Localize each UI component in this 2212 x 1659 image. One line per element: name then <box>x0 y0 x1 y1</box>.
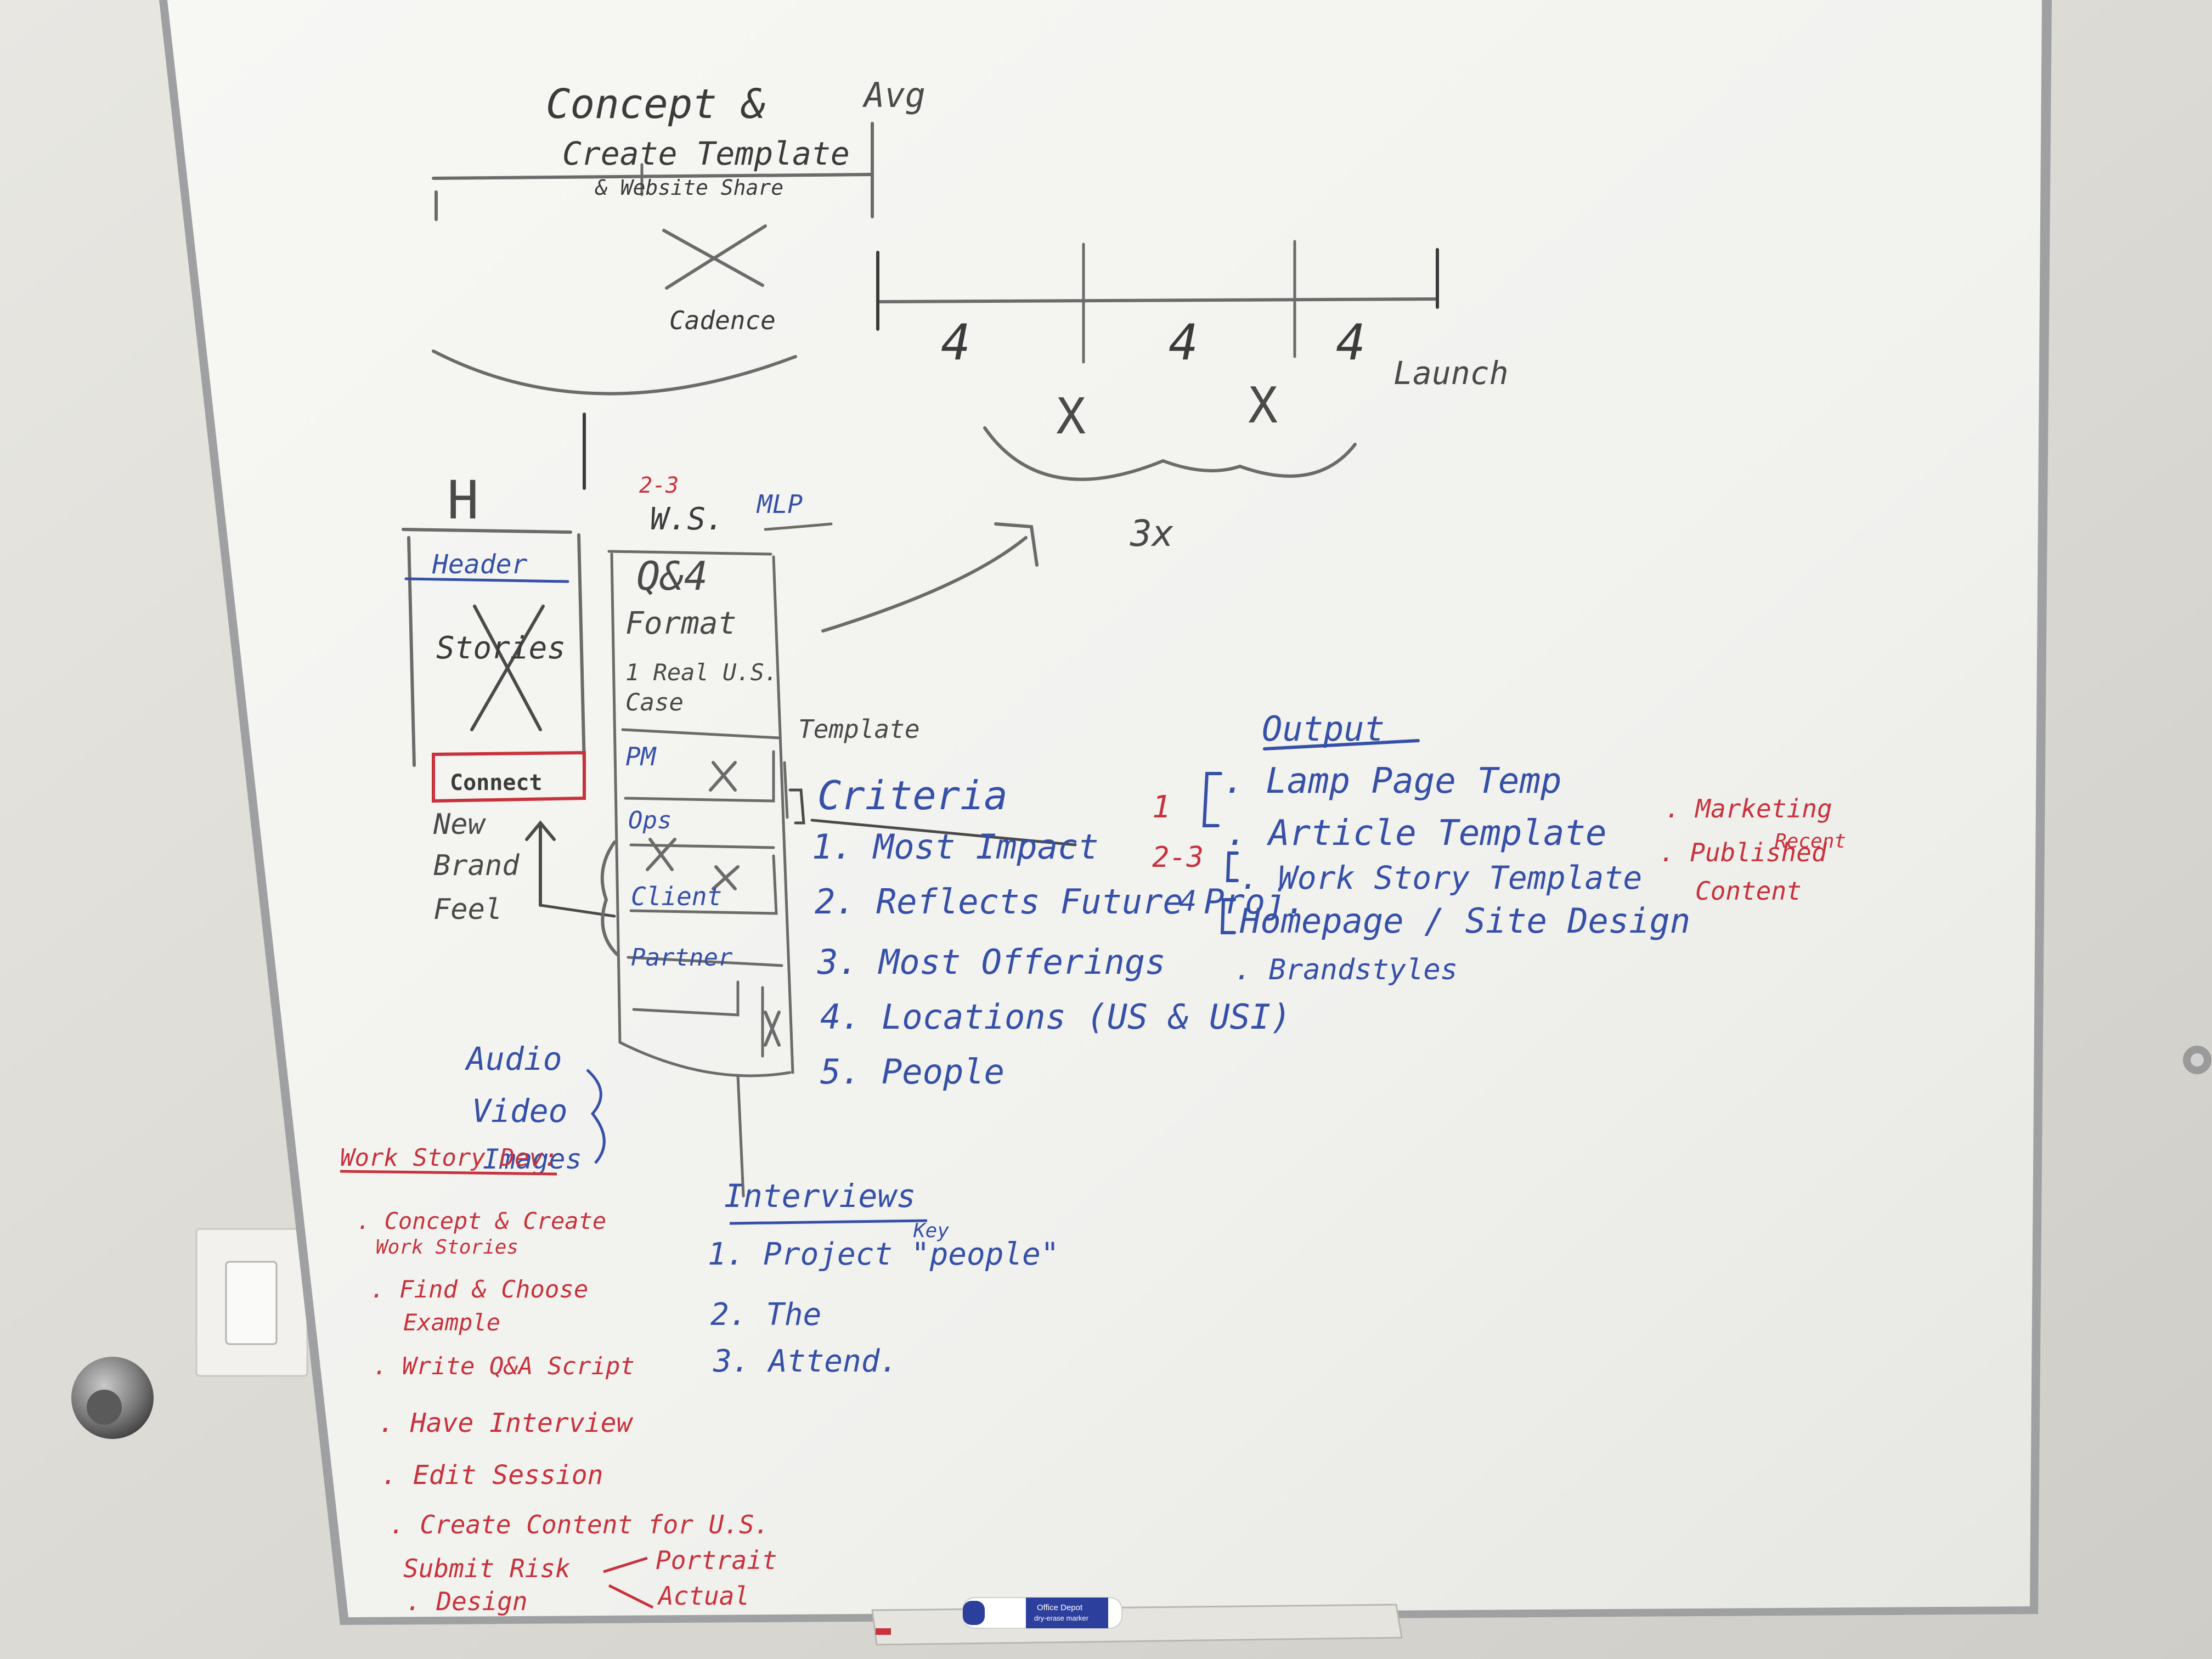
timeline-count-2: 4 <box>1169 314 1198 371</box>
work-story-item-2: . Find & Choose <box>370 1276 588 1304</box>
work-story-item-6: . Create Content for U.S. <box>390 1510 769 1539</box>
light-switch-icon[interactable] <box>195 1228 308 1377</box>
mlp-label: MLP <box>756 489 803 519</box>
media-video: Video <box>472 1092 568 1130</box>
output-item-2: . Article Template <box>1226 813 1607 854</box>
work-story-item-5: . Edit Session <box>381 1460 603 1491</box>
stories-label: Stories <box>436 630 566 666</box>
work-story-item-2b: Example <box>403 1309 500 1336</box>
criteria-item-1: 1. Most Impact <box>812 827 1099 867</box>
timeline-count-1: 4 <box>941 314 970 371</box>
feel-label: Feel <box>433 893 502 926</box>
portrait-connector <box>603 1556 654 1609</box>
interview-item-1: 1. Project "people" <box>708 1237 1059 1272</box>
criteria-item-4: 4. Locations (US & USI) <box>820 997 1291 1037</box>
output-num-1: 1 <box>1152 789 1171 825</box>
marker-type: dry-erase marker <box>1034 1614 1089 1622</box>
center-wireframe <box>600 522 833 1198</box>
work-story-item-4: . Have Interview <box>379 1408 633 1438</box>
cadence-label: Cadence <box>669 306 776 335</box>
timeline-cross-2: X <box>1248 377 1278 435</box>
output-item-1: . Lamp Page Temp <box>1223 761 1562 802</box>
interview-item-2: 2. The <box>710 1297 821 1333</box>
output-published: . Published <box>1660 838 1827 867</box>
criteria-underline <box>788 788 1077 847</box>
timeline-cross-1: X <box>1056 388 1086 445</box>
launch-label: Launch <box>1393 354 1509 392</box>
interview-item-3: 3. Attend. <box>713 1344 898 1379</box>
website-share-label: & Website Share <box>595 176 783 200</box>
connect-label: Connect <box>450 770 543 795</box>
left-wireframe <box>402 528 616 918</box>
work-story-item-7: Submit Risk <box>403 1554 571 1583</box>
media-audio: Audio <box>465 1040 562 1077</box>
work-story-item-3: . Write Q&A Script <box>373 1352 635 1380</box>
output-marketing: . Marketing <box>1665 794 1832 823</box>
output-num-3: 4 <box>1180 885 1197 918</box>
work-story-underline <box>340 1170 557 1176</box>
template-label: Template <box>798 714 920 744</box>
q-label: Q&4 <box>636 553 708 599</box>
output-brackets <box>1202 739 1420 934</box>
output-item-3: . Work Story Template <box>1240 859 1642 896</box>
row-partner: Partner <box>631 944 733 972</box>
dry-erase-marker-icon[interactable]: Office Depot dry-erase marker <box>962 1597 1122 1629</box>
row-client: Client <box>631 882 722 911</box>
case-label: Case <box>625 689 684 716</box>
wall-hook-icon <box>2183 1046 2211 1074</box>
concept-label: Concept & <box>546 81 766 128</box>
criteria-item-3: 3. Most Offerings <box>817 942 1166 982</box>
interviews-key: Key <box>913 1220 949 1242</box>
header-label: Header <box>432 549 527 580</box>
output-item-5: . Brandstyles <box>1234 953 1458 986</box>
work-story-item-1b: Work Stories <box>376 1236 518 1259</box>
criteria-item-5: 5. People <box>820 1052 1005 1092</box>
portrait-label: Portrait <box>656 1545 777 1575</box>
output-num-2: 2-3 <box>1152 841 1204 874</box>
work-story-item-8: . Design <box>406 1587 528 1616</box>
row-ops: Ops <box>628 806 672 834</box>
brand-label: Brand <box>433 849 520 882</box>
output-content: Content <box>1695 876 1802 906</box>
row-pm: PM <box>625 742 657 771</box>
media-images: Images <box>483 1143 582 1175</box>
criteria-title: Criteria <box>817 772 1008 819</box>
sup-label: 2-3 <box>639 473 679 498</box>
times-label: 3x <box>1130 512 1173 555</box>
marker-tray <box>871 1604 1403 1646</box>
work-story-item-1: . Concept & Create <box>357 1207 606 1234</box>
actual-label: Actual <box>657 1581 749 1611</box>
timeline-section <box>432 122 1439 633</box>
work-story-title: Work Story Dev: <box>340 1144 558 1172</box>
timeline-count-3: 4 <box>1336 314 1365 371</box>
create-template-label: Create Template <box>562 135 850 172</box>
new-label: New <box>433 808 487 841</box>
media-brace <box>586 1069 606 1164</box>
format-label: Format <box>625 606 736 641</box>
output-title: Output <box>1262 709 1385 749</box>
avg-label: Avg <box>862 75 926 115</box>
ws-label: W.S. <box>650 501 724 537</box>
output-item-4: Homepage / Site Design <box>1239 901 1690 941</box>
marker-brand: Office Depot <box>1037 1603 1083 1612</box>
interviews-title: Interviews <box>724 1177 916 1215</box>
whiteboard <box>159 0 2052 1625</box>
real-us-label: 1 Real U.S. <box>625 659 778 686</box>
interviews-underline <box>729 1219 928 1225</box>
h-mark: H <box>447 470 479 531</box>
door-knob-icon[interactable] <box>71 1357 154 1439</box>
criteria-item-2: 2. Reflects Future Proj. <box>815 882 1306 922</box>
output-recent: Recent <box>1775 830 1846 853</box>
